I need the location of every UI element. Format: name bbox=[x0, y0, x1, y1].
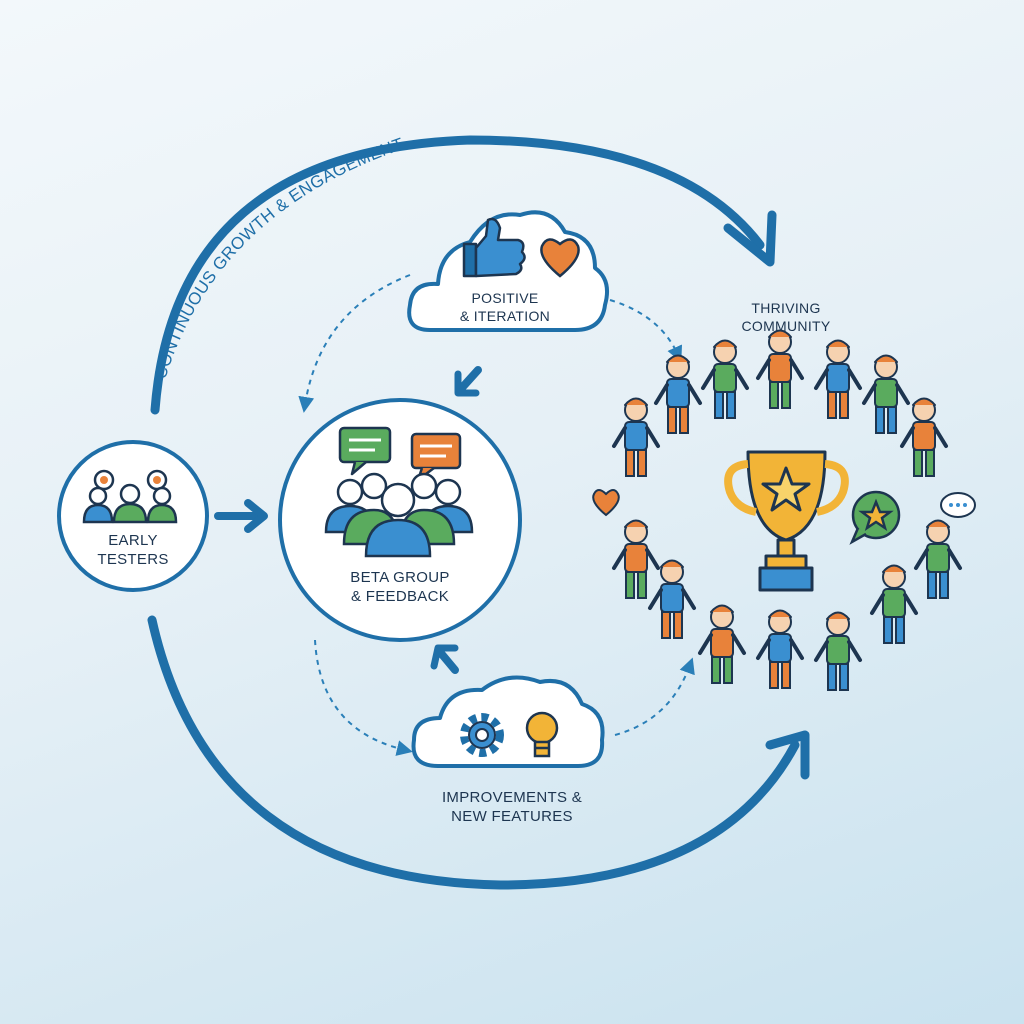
community-person-icon bbox=[914, 519, 962, 599]
community-person-icon bbox=[756, 329, 804, 409]
arc-label: CONTINUOUS GROWTH & ENGAGEMENT bbox=[151, 134, 406, 381]
green-speech-bubble-icon bbox=[338, 426, 392, 476]
community-person-icon bbox=[814, 339, 862, 419]
top-growth-arc bbox=[150, 135, 765, 415]
community-label-line2: COMMUNITY bbox=[741, 318, 830, 334]
positive-label-line2: & ITERATION bbox=[460, 308, 550, 324]
community-person-icon bbox=[900, 397, 948, 477]
improvements-cloud: IMPROVEMENTS & NEW FEATURES bbox=[411, 675, 605, 825]
positive-label-line1: POSITIVE bbox=[472, 290, 539, 306]
star-speech-bubble-icon bbox=[849, 490, 901, 545]
thriving-community: THRIVING COMMUNITY bbox=[592, 300, 976, 691]
bottom-growth-arc bbox=[147, 615, 800, 890]
arrow-testers-to-beta-head bbox=[244, 499, 268, 533]
dashed-link-top-left bbox=[298, 274, 411, 413]
beta-group-label-line1: BETA GROUP bbox=[350, 569, 449, 586]
improvements-label-line1: IMPROVEMENTS & bbox=[442, 789, 582, 806]
early-testers-label-line1: EARLY bbox=[108, 532, 158, 549]
community-person-icon bbox=[756, 609, 804, 689]
lightbulb-icon bbox=[525, 711, 559, 758]
community-person-icon bbox=[648, 559, 696, 639]
community-person-icon bbox=[698, 604, 746, 684]
community-person-icon bbox=[612, 397, 660, 477]
chat-dots-icon bbox=[940, 492, 976, 518]
thumbs-up-icon bbox=[462, 217, 526, 278]
trophy-star-icon bbox=[761, 466, 811, 512]
dashed-link-bottom-left bbox=[314, 639, 413, 756]
early-testers-node: EARLY TESTERS bbox=[57, 440, 209, 592]
heart-icon bbox=[540, 238, 580, 278]
arrow-positive-to-beta-head bbox=[454, 370, 480, 397]
community-heart-icon bbox=[592, 489, 620, 517]
community-label-line1: THRIVING bbox=[751, 300, 820, 316]
community-person-icon bbox=[654, 354, 702, 434]
community-person-icon bbox=[701, 339, 749, 419]
beta-group-node: BETA GROUP & FEEDBACK bbox=[278, 398, 522, 642]
improvements-label-line2: NEW FEATURES bbox=[451, 808, 573, 825]
community-person-icon bbox=[612, 519, 660, 599]
positive-iteration-cloud: POSITIVE & ITERATION bbox=[407, 210, 609, 332]
community-people-ring bbox=[612, 329, 962, 691]
arrow-improvements-to-beta bbox=[436, 648, 459, 674]
dashed-link-top-right bbox=[609, 299, 683, 363]
arrow-improvements-to-beta-head bbox=[430, 644, 459, 670]
dashed-link-bottom-right bbox=[614, 657, 695, 736]
beta-group-people-icon bbox=[324, 472, 474, 558]
top-arc-arrowhead bbox=[723, 210, 777, 267]
orange-speech-bubble-icon bbox=[410, 432, 462, 482]
early-testers-label-line2: TESTERS bbox=[97, 551, 168, 568]
arrow-positive-to-beta bbox=[456, 366, 482, 394]
community-person-icon bbox=[870, 564, 918, 644]
community-person-icon bbox=[814, 611, 862, 691]
community-person-icon bbox=[862, 354, 910, 434]
early-testers-people-icon bbox=[82, 469, 178, 524]
beta-group-label-line2: & FEEDBACK bbox=[351, 588, 449, 605]
trophy-icon bbox=[724, 450, 849, 592]
bottom-arc-arrowhead bbox=[765, 730, 810, 780]
gear-icon bbox=[460, 713, 504, 757]
